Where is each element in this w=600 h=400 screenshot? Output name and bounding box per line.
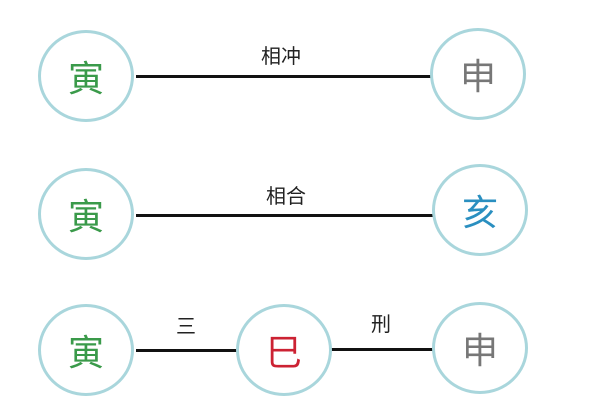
relation-label-combine: 相合 xyxy=(266,184,306,208)
node-char: 申 xyxy=(461,331,498,372)
node-hai: 亥 xyxy=(432,164,528,256)
relation-label-three: 三 xyxy=(176,314,196,338)
node-si: 巳 xyxy=(236,304,332,396)
punish-line-right xyxy=(330,348,436,351)
combine-line xyxy=(136,214,434,217)
node-shen-2: 申 xyxy=(432,302,528,394)
node-yin-1: 寅 xyxy=(38,30,134,122)
node-char: 巳 xyxy=(265,333,302,374)
punish-line-left xyxy=(136,349,238,352)
relation-label-clash: 相冲 xyxy=(261,44,301,68)
node-char: 申 xyxy=(459,57,496,98)
node-char: 亥 xyxy=(461,193,498,234)
node-char: 寅 xyxy=(67,197,104,238)
node-yin-3: 寅 xyxy=(38,304,134,396)
clash-line xyxy=(136,75,432,78)
node-shen-1: 申 xyxy=(430,28,526,120)
relation-label-punish: 刑 xyxy=(371,312,391,336)
node-yin-2: 寅 xyxy=(38,168,134,260)
node-char: 寅 xyxy=(67,333,104,374)
node-char: 寅 xyxy=(67,59,104,100)
